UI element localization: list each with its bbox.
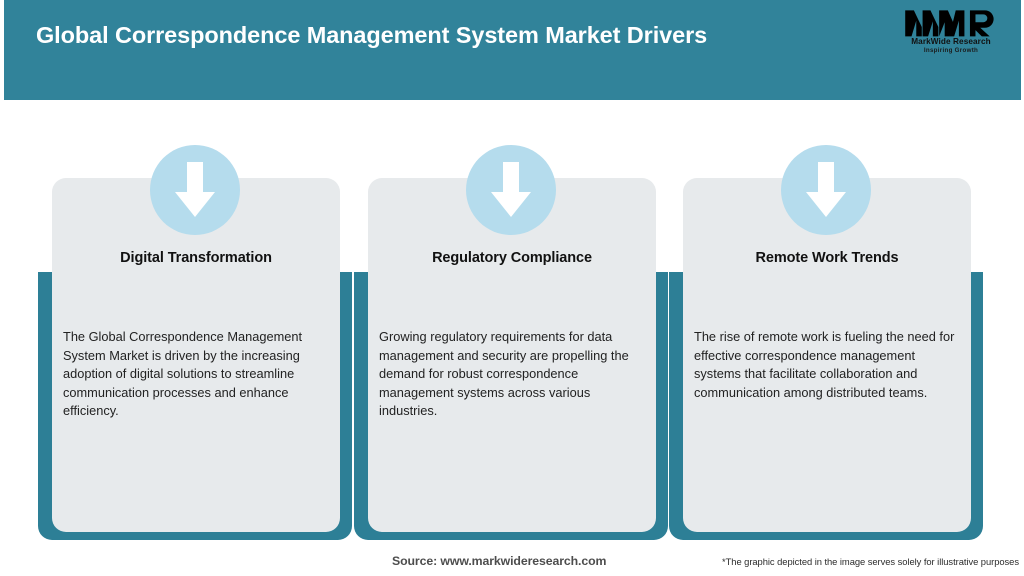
card-panel xyxy=(368,178,656,532)
driver-card-1[interactable]: Digital Transformation The Global Corres… xyxy=(36,100,354,540)
card-body-text: Growing regulatory requirements for data… xyxy=(379,329,629,418)
driver-card-2[interactable]: Regulatory Compliance Growing regulatory… xyxy=(352,100,670,540)
card-panel xyxy=(52,178,340,532)
card-title: Regulatory Compliance xyxy=(432,250,592,266)
card-title: Digital Transformation xyxy=(120,250,272,266)
card-title: Remote Work Trends xyxy=(755,250,899,266)
down-arrow-icon xyxy=(150,145,240,235)
mwr-logo-icon xyxy=(905,10,994,37)
brand-logo: MarkWide Research Inspiring Growth xyxy=(903,8,999,60)
card-body-text: The rise of remote work is fueling the n… xyxy=(694,329,955,400)
header-band: Global Correspondence Management System … xyxy=(4,0,1021,100)
disclaimer-note: *The graphic depicted in the image serve… xyxy=(722,556,1019,567)
down-arrow-icon xyxy=(781,145,871,235)
page-title: Global Correspondence Management System … xyxy=(36,22,708,48)
card-body-text: The Global Correspondence Management Sys… xyxy=(63,329,303,418)
driver-card-3[interactable]: Remote Work Trends The rise of remote wo… xyxy=(667,100,985,540)
source-note: Source: www.markwideresearch.com xyxy=(392,554,607,568)
logo-tagline: Inspiring Growth xyxy=(923,47,979,54)
logo-company-name: MarkWide Research xyxy=(911,37,991,46)
down-arrow-icon xyxy=(466,145,556,235)
driver-cards-row: Digital Transformation The Global Corres… xyxy=(0,100,1024,540)
card-panel xyxy=(683,178,971,532)
